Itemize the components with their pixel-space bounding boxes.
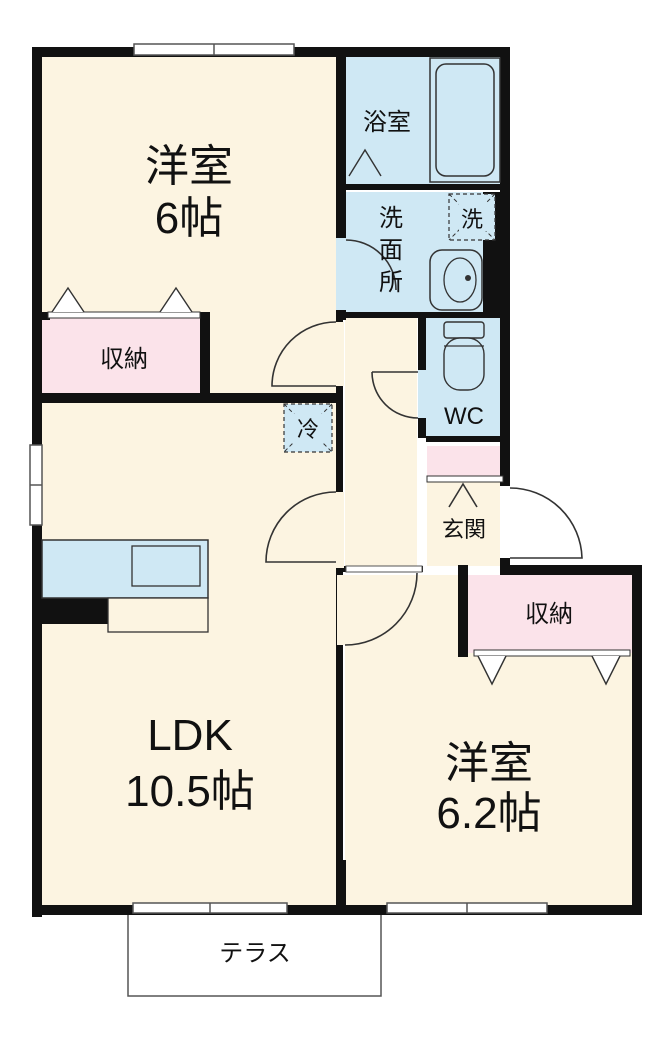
toilet-fixture <box>443 321 485 391</box>
ldk-size: 10.5帖 <box>125 767 255 816</box>
western-room-2-name: 洋室 <box>445 739 533 788</box>
kitchen-counter <box>41 539 209 633</box>
closet-1-label: 収納 <box>100 346 148 373</box>
entrance-shelf <box>427 446 503 478</box>
washroom-label-3: 所 <box>379 269 403 296</box>
hall-threshold <box>345 565 423 573</box>
washroom-door-gap <box>336 238 346 310</box>
washer-space <box>448 193 496 241</box>
ldk-floor <box>40 400 338 908</box>
windows <box>29 43 548 914</box>
washroom-label-1: 洗 <box>379 205 403 232</box>
western-room-2-size: 6.2帖 <box>436 789 541 838</box>
closet-2-floor <box>466 575 633 653</box>
hallway-floor <box>345 318 417 568</box>
washroom-label-2: 面 <box>379 237 403 264</box>
bathroom-door-marker <box>348 148 382 177</box>
shoe-cabinet <box>426 475 504 483</box>
toilet-label: WC <box>444 403 484 430</box>
terrace <box>127 907 382 997</box>
fridge-label: 冷 <box>297 417 319 442</box>
entrance-label: 玄関 <box>442 517 486 542</box>
bathroom-label: 浴室 <box>363 109 411 136</box>
bathtub <box>429 57 501 183</box>
fridge-space <box>283 403 333 453</box>
washbasin <box>429 249 483 311</box>
toilet-door-gap <box>418 370 426 418</box>
closet-2-rail <box>473 649 631 686</box>
door-swings <box>265 239 583 646</box>
closet-2-label: 収納 <box>525 601 573 628</box>
door-openings <box>336 322 345 645</box>
western-room-1-name: 洋室 <box>145 142 233 191</box>
ldk-name: LDK <box>147 711 233 760</box>
closet-1-rail <box>47 286 201 319</box>
entrance-floor <box>427 482 503 566</box>
terrace-label: テラス <box>219 940 291 967</box>
washer-label: 洗 <box>461 207 483 232</box>
closet-1-floor <box>40 318 206 393</box>
front-door-gap <box>500 486 510 558</box>
western-room-1-size: 6帖 <box>155 194 223 243</box>
